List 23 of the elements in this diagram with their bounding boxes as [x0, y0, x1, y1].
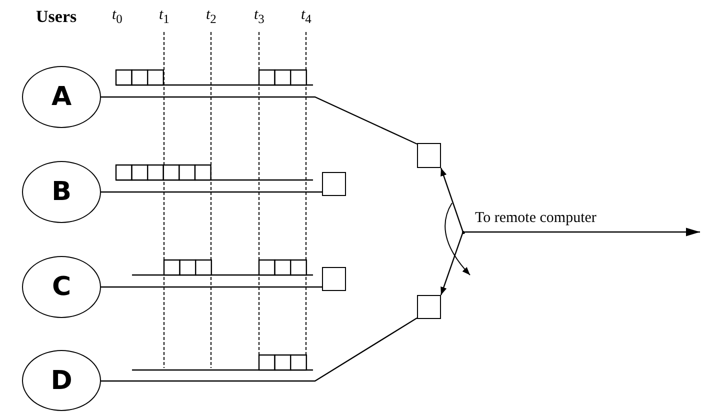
port-square	[417, 143, 441, 168]
users-heading: Users	[36, 8, 77, 25]
time-label: t$_{1}$	[159, 8, 170, 26]
port-square	[417, 295, 441, 319]
arrow	[440, 232, 464, 296]
connector	[101, 96, 418, 145]
time-label: t$_{3}$	[254, 8, 264, 26]
time-label: t$_{2}$	[206, 8, 216, 26]
edge-label: To remote computer	[475, 211, 596, 226]
user-ellipse: B	[22, 161, 101, 223]
connector	[101, 191, 322, 193]
port-square	[322, 267, 346, 291]
user-ellipse: D	[22, 350, 101, 411]
switch-pivot	[462, 231, 465, 234]
arrow	[465, 228, 700, 236]
user-ellipse: C	[22, 256, 101, 318]
user-ellipse: A	[22, 66, 101, 128]
arrow	[440, 168, 464, 232]
connector	[101, 317, 418, 382]
port-square	[322, 172, 346, 196]
time-label: t$_{0}$	[112, 8, 122, 26]
time-label: t$_{4}$	[301, 8, 312, 26]
connector	[101, 286, 322, 288]
